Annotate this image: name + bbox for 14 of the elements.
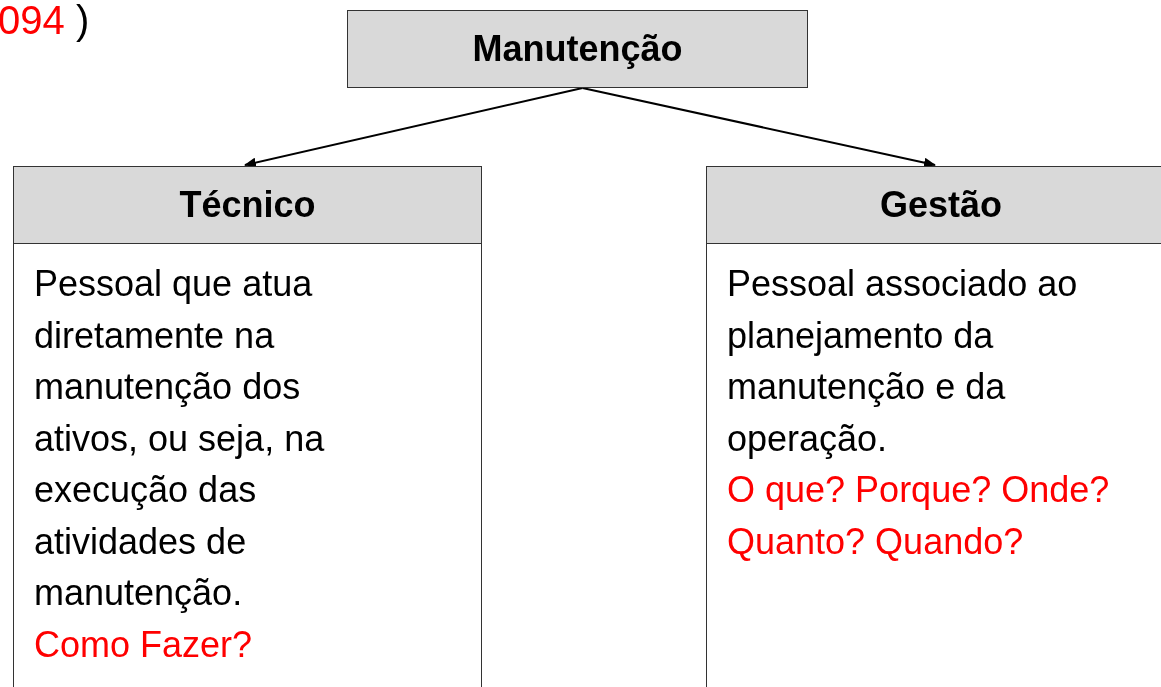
citation-text: ) <box>76 0 90 40</box>
question-text: O que? Porque? Onde? Quanto? Quando? <box>727 468 1111 564</box>
title-box <box>347 10 808 88</box>
category-card <box>13 166 482 687</box>
box-title: Manutenção <box>472 28 683 70</box>
question-text: Como Fazer? <box>34 622 254 667</box>
citation-text: 094 <box>0 0 65 40</box>
description-text: Pessoal que atua diretamente na manutenção dos ativos, ou seja, na execução das atividades de manutenção. <box>34 262 326 615</box>
arrow <box>581 87 936 168</box>
card-title: Gestão <box>879 184 1002 226</box>
card-title: Técnico <box>179 184 316 226</box>
description-text: Pessoal associado ao planejamento da manutenção e da operação. <box>727 262 1079 461</box>
category-card <box>706 166 1161 687</box>
arrow <box>244 87 584 168</box>
